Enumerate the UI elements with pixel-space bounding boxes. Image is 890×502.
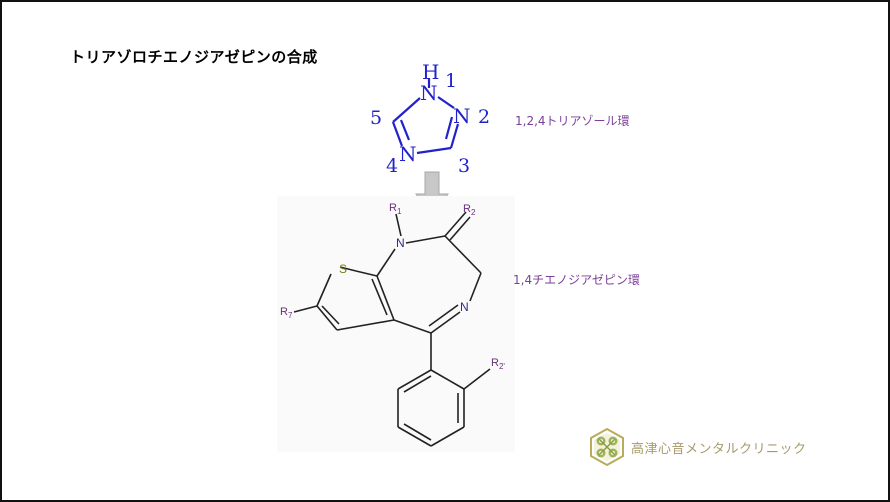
thieno-s: S bbox=[339, 262, 347, 276]
clinic-logo: 高津心音メンタルクリニック bbox=[587, 427, 807, 467]
triazole-number-4: 4 bbox=[386, 155, 398, 177]
bond-n4-c5-double bbox=[428, 304, 459, 327]
substituent-r2-prime: R2' bbox=[491, 357, 505, 371]
thienodiazepine-structure: S N N R1 R2 R7 R2' bbox=[277, 196, 515, 452]
bond-ph4-ph5 bbox=[397, 426, 432, 447]
bond-s-c6 bbox=[316, 273, 332, 307]
bond-n2-c3-double bbox=[444, 116, 454, 140]
bond-s-c7 bbox=[339, 266, 357, 272]
bond-c4a-c8a-double bbox=[371, 278, 388, 316]
bond-ph2-r2p bbox=[463, 368, 491, 390]
bond-c5-n1 bbox=[392, 97, 421, 123]
triazole-n4: N bbox=[399, 142, 417, 166]
substituent-r2: R2 bbox=[463, 203, 476, 217]
triazole-n2: N bbox=[453, 104, 471, 128]
bond-c2-r2-double bbox=[449, 216, 471, 241]
triazole-number-5: 5 bbox=[370, 107, 382, 129]
triazole-ring-label: 1,2,4トリアゾール環 bbox=[515, 114, 630, 128]
clover-hexagon-icon bbox=[590, 427, 624, 467]
bond-c6-c5-double bbox=[321, 305, 340, 325]
bond-c2-c3 bbox=[444, 235, 482, 274]
bond-c3-n4 bbox=[469, 272, 482, 302]
bond-c6-r7 bbox=[293, 305, 318, 313]
bond-c5-c4a bbox=[336, 319, 395, 331]
bond-c8a-s bbox=[355, 270, 378, 277]
bond-n1-c2 bbox=[405, 235, 446, 244]
thieno-n4: N bbox=[460, 300, 469, 314]
triazole-h: H bbox=[422, 60, 439, 84]
bond-n2-c3 bbox=[449, 123, 460, 149]
triazole-number-1: 1 bbox=[445, 70, 457, 92]
bond-c5-c4a bbox=[393, 319, 432, 334]
bond-ph4-ph5-double bbox=[403, 423, 432, 441]
bond-n1-r1 bbox=[395, 213, 402, 237]
bond-n4-c5 bbox=[430, 311, 461, 334]
bond-ph1-ph2 bbox=[430, 369, 465, 390]
triazole-structure: H N N N 1 2 3 4 5 bbox=[370, 60, 490, 177]
bond-n4-c5-double bbox=[399, 119, 411, 141]
bond-ph3-ph4 bbox=[430, 426, 465, 447]
triazole-n1: N bbox=[420, 81, 438, 105]
bond-c6-c5 bbox=[316, 305, 338, 331]
bond-n4-c5 bbox=[391, 121, 404, 147]
thienodiazepine-ring-label: 1,4チエノジアゼピン環 bbox=[513, 273, 640, 287]
clinic-name: 高津心音メンタルクリニック bbox=[631, 441, 807, 457]
substituent-r7: R7 bbox=[280, 306, 293, 320]
bond-n1-n2 bbox=[437, 96, 455, 109]
triazole-number-2: 2 bbox=[478, 106, 490, 128]
bond-c8a-n1 bbox=[376, 248, 396, 277]
bond-ph6-ph1 bbox=[397, 369, 432, 390]
thieno-n1: N bbox=[396, 236, 405, 250]
substituent-r1: R1 bbox=[389, 202, 402, 216]
triazole-number-3: 3 bbox=[458, 155, 470, 177]
bond-c2-r2 bbox=[444, 211, 467, 237]
page-title: トリアゾロチエノジアゼピンの合成 bbox=[70, 48, 318, 66]
bond-c3-n4 bbox=[416, 146, 452, 155]
bond-ph6-ph1-double bbox=[403, 375, 432, 393]
bond-c4a-c8a bbox=[376, 275, 395, 321]
